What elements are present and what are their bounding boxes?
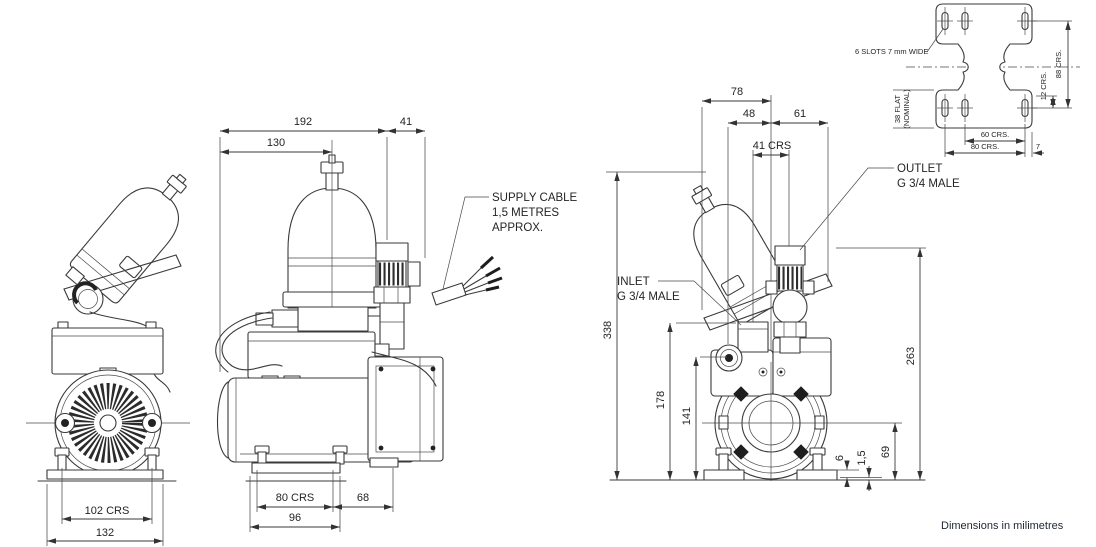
inlet-label-1: INLET xyxy=(617,276,650,288)
terminal-box-front xyxy=(51,321,164,375)
pump-bore-end xyxy=(702,362,838,481)
dim-6: 6 xyxy=(834,455,846,461)
dim-96: 96 xyxy=(289,512,301,524)
side-view-dimensions: 192 41 130 80 CRS 68 96 xyxy=(219,116,426,532)
dim-48: 48 xyxy=(743,108,755,120)
dim-69: 69 xyxy=(880,446,892,458)
slots-note: 6 SLOTS 7 mm WIDE xyxy=(855,47,928,56)
front-view: 102 CRS 132 xyxy=(26,173,190,546)
dim-12crs: 12 CRS. xyxy=(1039,72,1048,100)
dim-88crs: 88 CRS. xyxy=(1054,50,1063,78)
cable-side-right xyxy=(371,351,437,387)
dim-78: 78 xyxy=(731,86,743,98)
outlet-column-side xyxy=(373,242,421,350)
accumulator-tank-front xyxy=(69,173,187,304)
side-view: 192 41 130 80 CRS 68 96 xyxy=(215,116,444,532)
feet-end xyxy=(703,447,838,481)
dim-41: 41 xyxy=(400,116,412,128)
slots-leader-line xyxy=(926,28,944,53)
outlet-column-end xyxy=(765,245,815,354)
dim-60crs: 60 CRS. xyxy=(981,130,1009,139)
inlet-leader-line xyxy=(658,280,742,326)
feet-side xyxy=(245,445,348,482)
footprint-view: 6 SLOTS 7 mm WIDE 38 FLAT (NOMINAL) 60 C… xyxy=(855,3,1080,157)
dim-141: 141 xyxy=(681,407,693,425)
dim-132: 132 xyxy=(96,527,114,539)
dim-1-5: 1,5 xyxy=(856,450,868,465)
flat-label-2: (NOMINAL) xyxy=(902,89,911,129)
supply-cable-label-2: 1,5 METRES xyxy=(492,207,559,219)
pump-head-side xyxy=(367,356,444,468)
supply-cable-callout: SUPPLY CABLE 1,5 METRES APPROX. xyxy=(431,192,578,306)
flat-label-1: 38 FLAT xyxy=(893,94,902,123)
feet-front xyxy=(37,447,177,482)
dim-41crs: 41 CRS xyxy=(753,140,792,152)
end-view: INLET G 3/4 MALE OUTLET G 3/4 MALE 78 48… xyxy=(602,86,960,491)
manifold-side xyxy=(255,306,383,332)
dim-263: 263 xyxy=(905,347,917,365)
dim-102crs: 102 CRS xyxy=(85,505,130,517)
mounting-slots xyxy=(937,7,1037,122)
electrical-box-side xyxy=(247,331,390,385)
dim-130: 130 xyxy=(267,137,285,149)
dim-61: 61 xyxy=(794,108,806,120)
supply-cable-label-1: SUPPLY CABLE xyxy=(492,192,578,204)
footprint-dimensions: 60 CRS. 80 CRS. 7 88 CRS. 12 CRS. xyxy=(944,20,1072,157)
inlet-label-2: G 3/4 MALE xyxy=(617,291,680,303)
outlet-leader-line xyxy=(799,167,894,251)
dim-178: 178 xyxy=(655,391,667,409)
dim-68: 68 xyxy=(357,492,369,504)
dim-192: 192 xyxy=(294,116,312,128)
inlet-elbow-front xyxy=(65,266,104,315)
motor-fan-front xyxy=(54,369,163,477)
outlet-label-1: OUTLET xyxy=(897,163,942,175)
outlet-label-2: G 3/4 MALE xyxy=(897,178,960,190)
port-labels: INLET G 3/4 MALE OUTLET G 3/4 MALE xyxy=(617,163,960,326)
dim-80crs-footprint: 80 CRS. xyxy=(971,142,999,151)
cable-leader-line xyxy=(442,196,489,290)
units-note: Dimensions in milimetres xyxy=(941,520,1064,532)
dim-7: 7 xyxy=(1036,142,1040,151)
cable-side-left xyxy=(221,317,283,371)
dim-338: 338 xyxy=(602,321,614,339)
end-view-dimensions: 78 48 61 41 CRS 338 178 141 263 69 xyxy=(602,86,926,491)
front-view-dimensions: 102 CRS 132 xyxy=(46,468,164,546)
footprint-outline xyxy=(935,3,1033,129)
supply-cable-label-3: APPROX. xyxy=(492,222,543,234)
dim-80crs: 80 CRS xyxy=(276,492,315,504)
